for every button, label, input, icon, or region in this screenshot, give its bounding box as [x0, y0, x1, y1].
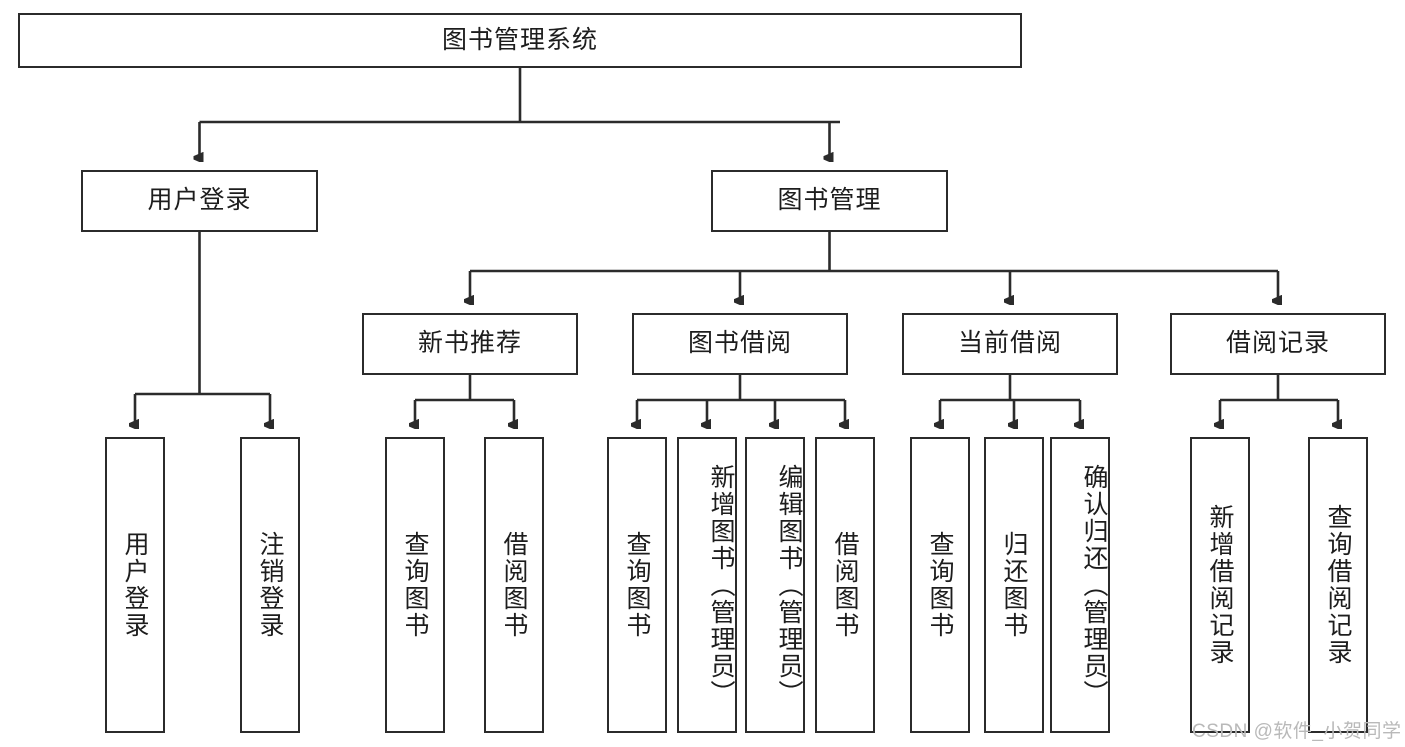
node-user-login-label: 用户登录 [147, 186, 252, 215]
leaf-add-book-admin[interactable]: 新增图书（管理员） [677, 437, 737, 733]
leaf-query-borrow-record[interactable]: 查询借阅记录 [1308, 437, 1368, 733]
leaf-add-borrow-record-label: 新增借阅记录 [1206, 504, 1234, 666]
leaf-borrow-book-label: 借阅图书 [831, 531, 859, 639]
node-current-borrow[interactable]: 当前借阅 [902, 313, 1118, 375]
leaf-borrow-book-recommend[interactable]: 借阅图书 [484, 437, 544, 733]
leaf-confirm-return-admin[interactable]: 确认归还（管理员） [1050, 437, 1110, 733]
node-book-borrow[interactable]: 图书借阅 [632, 313, 848, 375]
csdn-watermark-text: CSDN @软件_小贺同学 [1192, 721, 1402, 742]
edge-group-book-manage [470, 232, 1278, 301]
edge-group-borrow-record [1220, 375, 1338, 425]
leaf-add-borrow-record[interactable]: 新增借阅记录 [1190, 437, 1250, 733]
node-new-book-recommend[interactable]: 新书推荐 [362, 313, 578, 375]
leaf-query-book-recommend-label: 查询图书 [401, 531, 429, 639]
leaf-borrow-book-recommend-label: 借阅图书 [500, 531, 528, 639]
leaf-logout-label: 注销登录 [256, 531, 284, 639]
leaf-add-book-admin-label: 新增图书（管理员） [707, 463, 735, 707]
csdn-watermark: CSDN @软件_小贺同学 [1192, 716, 1401, 743]
leaf-edit-book-admin-label: 编辑图书（管理员） [775, 463, 803, 707]
edge-group-user-login [135, 232, 270, 425]
leaf-query-book-borrow[interactable]: 查询图书 [607, 437, 667, 733]
edge-group-current-borrow [940, 375, 1080, 425]
node-user-login[interactable]: 用户登录 [81, 170, 318, 232]
edge-group-root [200, 68, 840, 158]
edge-group-book-borrow [637, 375, 845, 425]
leaf-return-book-label: 归还图书 [1000, 531, 1028, 639]
edge-group-new-book-rec [415, 375, 514, 425]
leaf-query-book-borrow-label: 查询图书 [623, 531, 651, 639]
leaf-confirm-return-admin-label: 确认归还（管理员） [1080, 463, 1108, 707]
leaf-user-login-label: 用户登录 [121, 531, 149, 639]
leaf-query-book-current-label: 查询图书 [926, 531, 954, 639]
leaf-user-login[interactable]: 用户登录 [105, 437, 165, 733]
node-book-manage[interactable]: 图书管理 [711, 170, 948, 232]
leaf-borrow-book[interactable]: 借阅图书 [815, 437, 875, 733]
node-new-book-recommend-label: 新书推荐 [417, 329, 522, 358]
leaf-query-book-current[interactable]: 查询图书 [910, 437, 970, 733]
node-root-label: 图书管理系统 [441, 25, 598, 54]
node-book-borrow-label: 图书借阅 [687, 329, 792, 358]
node-book-manage-label: 图书管理 [777, 186, 882, 215]
node-borrow-record[interactable]: 借阅记录 [1170, 313, 1386, 375]
leaf-return-book[interactable]: 归还图书 [984, 437, 1044, 733]
leaf-query-borrow-record-label: 查询借阅记录 [1324, 504, 1352, 666]
node-root[interactable]: 图书管理系统 [18, 13, 1022, 68]
leaf-query-book-recommend[interactable]: 查询图书 [385, 437, 445, 733]
node-current-borrow-label: 当前借阅 [957, 329, 1062, 358]
node-borrow-record-label: 借阅记录 [1225, 329, 1330, 358]
leaf-edit-book-admin[interactable]: 编辑图书（管理员） [745, 437, 805, 733]
leaf-logout[interactable]: 注销登录 [240, 437, 300, 733]
